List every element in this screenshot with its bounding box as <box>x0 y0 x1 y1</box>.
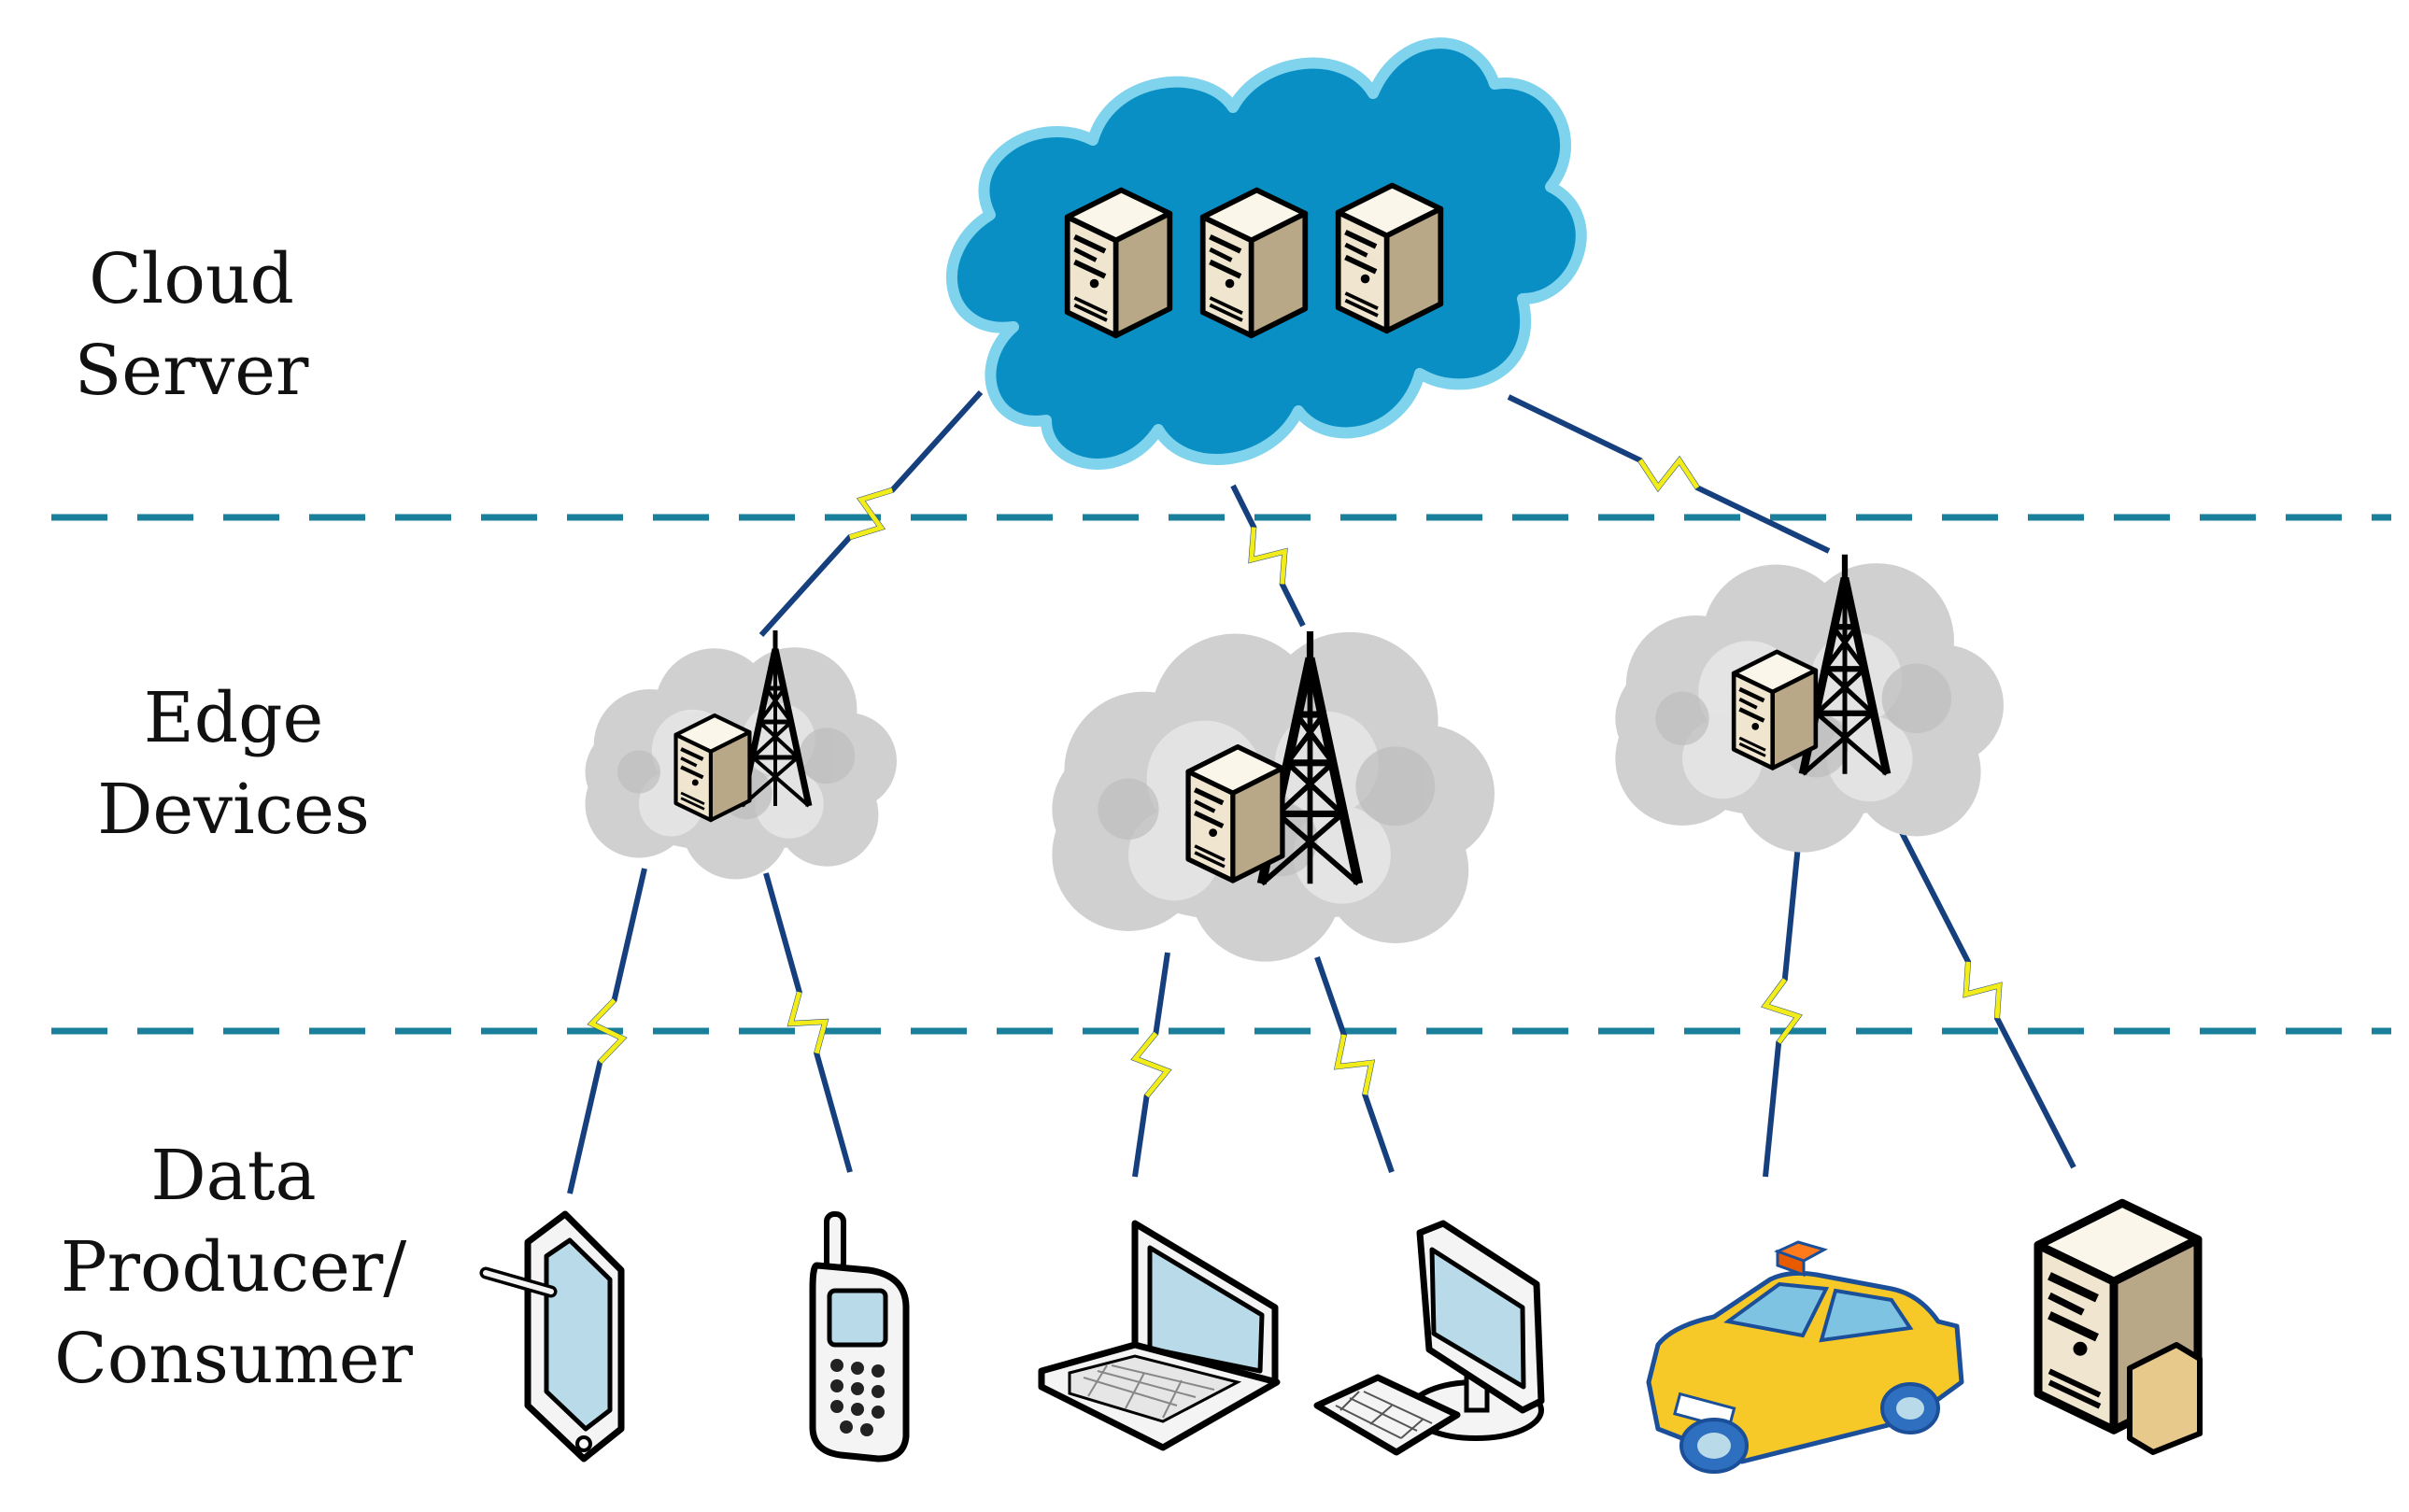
lightning-bolt-icon <box>848 488 894 540</box>
laptop-icon <box>1038 1220 1281 1451</box>
cloud-server <box>945 37 1587 470</box>
server-icon <box>1068 191 1170 336</box>
server-icon <box>1339 186 1441 332</box>
tier-label-line: Edge <box>143 678 324 758</box>
lightning-bolt-icon <box>787 991 829 1054</box>
desktop-computer-icon <box>1313 1220 1545 1456</box>
tier-label-edge-devices: Edge Devices <box>84 672 383 855</box>
server-icon <box>1188 747 1282 881</box>
tier-label-cloud-server: Cloud Server <box>65 233 318 417</box>
wireless-links <box>567 389 2076 1194</box>
server-icon <box>676 715 750 820</box>
edge-device-1 <box>585 630 897 880</box>
lightning-bolt-icon <box>1334 1034 1375 1095</box>
tier-label-line: Cloud <box>89 239 294 319</box>
tablet-icon <box>479 1210 625 1463</box>
tier-label-line: Data <box>150 1136 317 1216</box>
tier-label-data-producer-consumer: Data Producer/ Consumer <box>51 1130 416 1405</box>
lightning-bolt-icon <box>1637 456 1700 492</box>
lightning-bolt-icon <box>1248 527 1288 585</box>
tier-label-line: Consumer <box>54 1319 413 1399</box>
edge-device-3 <box>1615 555 2004 853</box>
lightning-bolt-icon <box>588 998 627 1064</box>
server-device <box>2038 1203 2203 1455</box>
server-icon <box>1203 191 1306 336</box>
tier-separators <box>51 514 2391 1035</box>
server-icon <box>1734 652 1816 769</box>
edge-device-2 <box>1052 631 1495 962</box>
tier-label-line: Server <box>74 331 309 411</box>
taxi-icon <box>1646 1240 1964 1474</box>
tier-label-line: Producer/ <box>60 1227 407 1307</box>
tier-label-line: Devices <box>97 770 370 850</box>
mobile-phone-icon <box>809 1211 910 1463</box>
lightning-bolt-icon <box>1963 961 2003 1019</box>
lightning-bolt-icon <box>1761 978 1803 1044</box>
lightning-bolt-icon <box>1131 1031 1171 1098</box>
